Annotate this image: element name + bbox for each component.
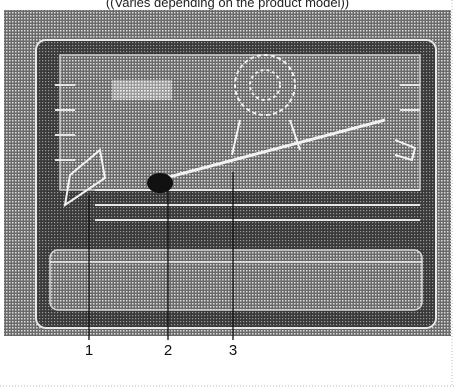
callout-label-3: 3 [223,342,243,359]
callout-label-2: 2 [158,342,178,359]
spit-socket [147,173,173,193]
oven-lamp [112,80,172,100]
callout-label-1: 1 [79,342,99,359]
oven-bottom [50,250,422,310]
diagram-caption: ((Varies depending on the product model)… [0,0,455,10]
